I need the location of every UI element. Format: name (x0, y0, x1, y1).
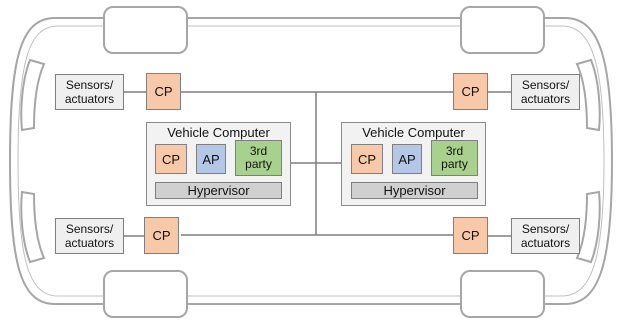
front-left-light-shape (20, 58, 46, 132)
vc-left-hypervisor: Hypervisor (155, 182, 282, 199)
sensors-actuators-bottom-left: Sensors/ actuators (55, 218, 124, 254)
car-body-inner-outline (17, 25, 605, 297)
vc-left-third-party: 3rd party (235, 140, 282, 176)
vc-left-cp: CP (155, 144, 187, 174)
cp-node-bottom-left: CP (144, 217, 179, 254)
front-right-light-shape (575, 58, 601, 132)
vc-left-ap: AP (196, 144, 226, 174)
sensors-actuators-bottom-right: Sensors/ actuators (511, 218, 580, 254)
vc-right-cp: CP (351, 144, 383, 174)
wheel-bottom-left (103, 270, 188, 318)
wheel-top-right (460, 6, 545, 54)
wheel-top-left (103, 6, 188, 54)
vehicle-computer-right: Vehicle Computer CP AP 3rd party Hypervi… (341, 122, 486, 206)
vc-right-third-party: 3rd party (431, 140, 478, 176)
cp-node-top-left: CP (146, 73, 181, 110)
vehicle-computer-title: Vehicle Computer (167, 125, 270, 140)
network-wiring (124, 91, 511, 237)
cp-node-bottom-right: CP (453, 217, 488, 254)
vehicle-computer-left: Vehicle Computer CP AP 3rd party Hypervi… (146, 122, 291, 206)
cp-node-top-right: CP (453, 73, 488, 110)
rear-left-light-shape (20, 190, 46, 264)
rear-right-light-shape (575, 190, 601, 264)
wheel-bottom-right (460, 270, 545, 318)
vc-right-ap: AP (392, 144, 422, 174)
vc-right-hypervisor: Hypervisor (351, 182, 478, 199)
car-body-outline (8, 17, 614, 305)
vehicle-computer-title: Vehicle Computer (362, 125, 465, 140)
sensors-actuators-top-right: Sensors/ actuators (511, 74, 580, 110)
sensors-actuators-top-left: Sensors/ actuators (55, 74, 124, 110)
